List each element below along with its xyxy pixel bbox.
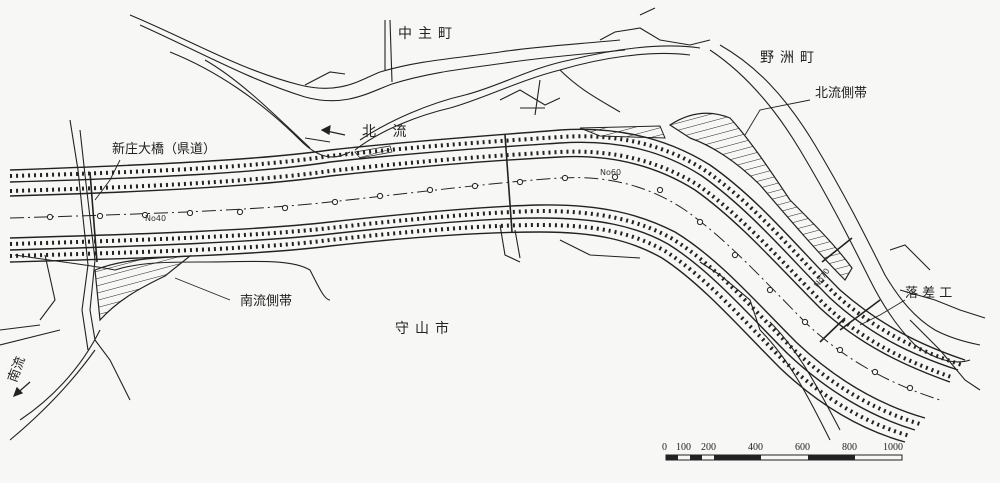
centerline <box>9 177 941 401</box>
north-bank-strip <box>354 145 393 159</box>
south-channels <box>0 119 981 441</box>
north-inner-levee <box>9 141 959 371</box>
north-stream-label: 北 流 <box>362 124 412 140</box>
bridge-label: 新庄大橋（県道） <box>112 141 216 157</box>
south-inner-levee <box>9 217 916 431</box>
station-label-60: No60 <box>600 168 621 177</box>
north-side-zone <box>668 112 853 281</box>
scale-tick-400: 400 <box>748 442 763 453</box>
station-label-40: No40 <box>145 214 166 223</box>
drop-works-label: 落 差 工 <box>905 286 952 301</box>
south-stream-label: 南流 <box>5 354 29 384</box>
town-label-chushu: 中主町 <box>398 26 458 42</box>
north-channels <box>129 7 986 363</box>
levee-hachures <box>9 134 963 438</box>
cross-structures <box>89 134 881 343</box>
scale-tick-0: 0 <box>662 442 667 453</box>
south-outer-levee <box>9 231 906 443</box>
scale-tick-100: 100 <box>676 442 691 453</box>
flow-arrows <box>12 124 346 398</box>
scale-tick-200: 200 <box>701 442 716 453</box>
south-zone-label: 南流側帯 <box>240 293 292 309</box>
north-zone-label: 北流側帯 <box>815 86 867 101</box>
scale-bar: 0 100 200 400 600 800 1000 <box>662 442 903 461</box>
town-label-yasu: 野洲町 <box>760 50 820 66</box>
south-bank <box>9 204 926 419</box>
north-bank <box>9 155 951 383</box>
leader-lines <box>94 99 906 326</box>
scale-tick-600: 600 <box>795 442 810 453</box>
bridge-line <box>89 171 98 263</box>
scale-tick-1000: 1000 <box>883 442 903 453</box>
north-side-zone-small <box>579 125 666 139</box>
scale-tick-800: 800 <box>842 442 857 453</box>
south-side-zone <box>94 255 192 322</box>
town-label-moriyama: 守山市 <box>395 320 455 337</box>
station-markers <box>46 173 914 392</box>
